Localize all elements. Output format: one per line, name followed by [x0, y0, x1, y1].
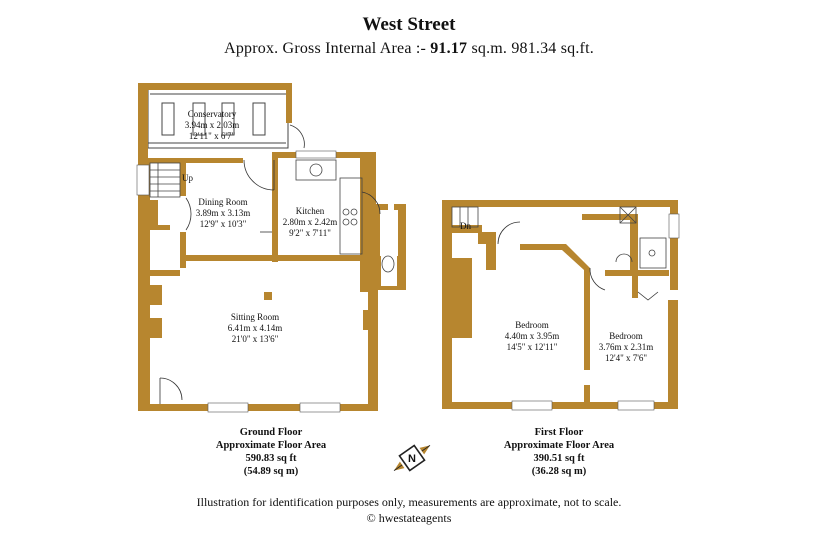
- conservatory-imperial: 12'11" x 6'7": [189, 131, 236, 141]
- first-caption-subtitle: Approximate Floor Area: [503, 440, 615, 451]
- sitting-imperial: 21'0" x 13'6": [232, 334, 279, 344]
- kitchen-metric: 2.80m x 2.42m: [283, 217, 338, 227]
- first-floor-caption: First Floor Approximate Floor Area 390.5…: [484, 426, 634, 478]
- first-floor-stairs: [451, 206, 479, 228]
- first-caption-title: First Floor: [534, 427, 584, 438]
- first-stair-label: Dn: [460, 221, 471, 231]
- dining-metric: 3.89m x 3.13m: [196, 208, 251, 218]
- gross-area-sqft: 981.34 sq.ft.: [511, 40, 594, 57]
- copyright-text: © hwestateagents: [366, 511, 452, 525]
- kitchen-name: Kitchen: [296, 206, 325, 216]
- ground-floor-stairs: [149, 162, 181, 198]
- ground-floor-caption: Ground Floor Approximate Floor Area 590.…: [196, 426, 346, 478]
- first-caption-sqft: 390.51 sq ft: [533, 453, 585, 464]
- first-floor-plan: [442, 200, 680, 411]
- ground-caption-title: Ground Floor: [239, 427, 303, 438]
- bedroom2-imperial: 12'4" x 7'6": [605, 353, 647, 363]
- bedroom1-name: Bedroom: [515, 320, 549, 330]
- gross-area-sqm-unit: sq.m.: [471, 40, 508, 57]
- bedroom2-name: Bedroom: [609, 331, 643, 341]
- ground-stair-label: Up: [182, 173, 193, 183]
- gross-area-prefix: Approx. Gross Internal Area :-: [224, 40, 427, 57]
- ground-floor-plan: [136, 83, 406, 413]
- bedroom1-imperial: 14'5" x 12'11": [507, 342, 558, 352]
- conservatory-name: Conservatory: [188, 109, 237, 119]
- gross-area-sqm: 91.17: [430, 40, 468, 57]
- gross-area-line: Approx. Gross Internal Area :- 91.17 sq.…: [0, 40, 818, 58]
- dining-imperial: 12'9" x 10'3": [200, 219, 247, 229]
- bedroom1-metric: 4.40m x 3.95m: [505, 331, 560, 341]
- bedroom2-metric: 3.76m x 2.31m: [599, 342, 654, 352]
- bathroom-fittings: [615, 206, 667, 269]
- first-caption-sqm: (36.28 sq m): [531, 466, 587, 477]
- conservatory-metric: 3.94m x 2.03m: [185, 120, 240, 130]
- sitting-name: Sitting Room: [231, 312, 279, 322]
- compass-north-letter: N: [408, 453, 416, 465]
- plan-title: West Street: [362, 14, 456, 35]
- kitchen-imperial: 9'2" x 7'11": [289, 228, 331, 238]
- ground-caption-sqm: (54.89 sq m): [243, 466, 299, 477]
- ground-caption-sqft: 590.83 sq ft: [245, 453, 297, 464]
- ground-caption-subtitle: Approximate Floor Area: [215, 440, 327, 451]
- compass-icon: [393, 444, 431, 472]
- kitchen-fittings: [295, 159, 395, 273]
- dining-name: Dining Room: [198, 197, 247, 207]
- disclaimer-text: Illustration for identification purposes…: [196, 495, 622, 509]
- sitting-metric: 6.41m x 4.14m: [228, 323, 283, 333]
